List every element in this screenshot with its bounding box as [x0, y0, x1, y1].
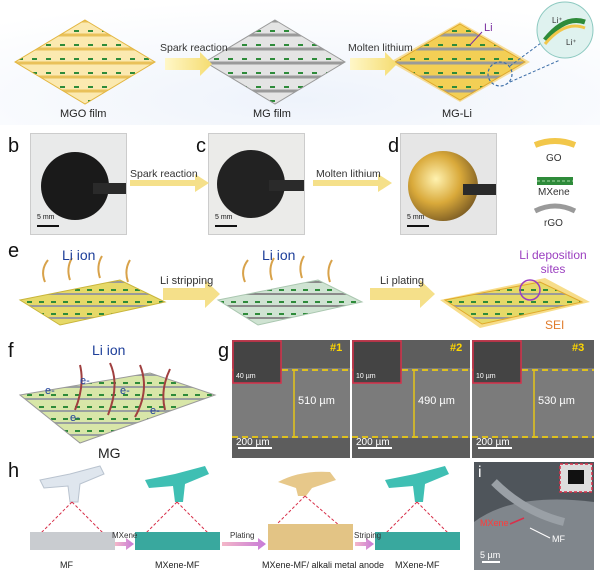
panel-h-schematic: [30, 465, 460, 550]
sem-inset-scale-1: 40 µm: [236, 373, 256, 380]
sem-tag-3: #3: [572, 342, 585, 354]
panel-a-schematic: [0, 0, 600, 125]
sem-inset-scale-3: 10 µm: [476, 373, 496, 380]
arrow-bcd-label-2: Molten lithium: [316, 168, 381, 180]
legend-go: GO: [546, 153, 562, 164]
panel-letter-d: d: [388, 135, 400, 157]
photo-d: 5 mm: [400, 133, 497, 235]
sem-image-i: i MXene MF 5 µm: [474, 462, 594, 570]
sem-image-2-drawing: [352, 340, 470, 458]
photo-c-scale: 5 mm: [215, 214, 233, 221]
caption-mgo-film: MGO film: [60, 108, 107, 120]
h-arrow-mxene: MXene: [112, 531, 138, 540]
material-legend: [533, 138, 577, 214]
sem-thickness-2: 490 µm: [418, 395, 455, 407]
h-arrow-plating: Plating: [230, 531, 255, 540]
li-label: Li: [484, 22, 493, 34]
inset-li-label-2: Li⁺: [566, 38, 577, 47]
panel-letter-i: i: [478, 464, 482, 481]
f-caption-mg: MG: [98, 445, 121, 461]
arrow-li-stripping: Li stripping: [160, 275, 214, 287]
h-arrow-striping: Striping: [354, 531, 382, 540]
arrow-li-plating: Li plating: [380, 275, 425, 287]
legend-rgo-swatch: [533, 203, 577, 214]
sem-tag-1: #1: [330, 342, 343, 354]
photo-d-scale: 5 mm: [407, 214, 425, 221]
panel-e-schematic: [18, 255, 590, 328]
f-electron-5: e-: [150, 405, 160, 417]
arrow-bcd-label-1: Spark reaction: [130, 168, 198, 180]
f-electron-4: e-: [70, 412, 80, 424]
panel-letter-h: h: [8, 460, 20, 482]
e-li-ion-1: Li ion: [62, 247, 96, 263]
sem-image-1: #1 510 µm 40 µm 200 µm: [232, 340, 350, 458]
legend-go-swatch: [533, 138, 577, 148]
i-label-mxene: MXene: [480, 518, 509, 528]
legend-rgo: rGO: [544, 218, 563, 229]
photo-b-scale: 5 mm: [37, 214, 55, 221]
h-caption-mxene-mf-2: MXene-MF: [395, 560, 440, 570]
panel-letter-g: g: [218, 340, 230, 362]
f-electron-1: e-: [45, 385, 55, 397]
sei-label: SEI: [545, 318, 565, 332]
sem-scale-2: 200 µm: [356, 437, 390, 448]
arrow-bcd-2: [313, 174, 392, 192]
sem-image-3-drawing: [472, 340, 594, 458]
e-li-ion-2: Li ion: [262, 247, 296, 263]
panel-letter-b: b: [8, 135, 20, 157]
arrow-bcd-1: [130, 174, 209, 192]
panel-letter-c: c: [196, 135, 206, 157]
sem-inset-scale-2: 10 µm: [356, 373, 376, 380]
sem-scale-3: 200 µm: [476, 437, 510, 448]
photo-c: 5 mm: [208, 133, 305, 235]
i-label-mf: MF: [552, 534, 565, 544]
photo-b-drawing: [37, 152, 126, 227]
sem-thickness-1: 510 µm: [298, 395, 335, 407]
panel-f-schematic: [18, 362, 217, 444]
h-caption-anode: MXene-MF/ alkali metal anode: [262, 560, 385, 570]
li-deposition-sites: Li deposition sites: [519, 248, 587, 276]
sem-thickness-3: 530 µm: [538, 395, 575, 407]
inset-li-label-1: Li⁺: [552, 16, 563, 25]
arrow-label-spark: Spark reaction: [160, 42, 228, 54]
photo-c-drawing: [215, 150, 304, 227]
h-caption-mxene-mf: MXene-MF: [155, 560, 200, 570]
sem-image-i-drawing: [474, 462, 594, 570]
caption-mg-film: MG film: [253, 108, 291, 120]
i-scale: 5 µm: [480, 550, 501, 560]
caption-mg-li: MG-Li: [442, 108, 472, 120]
h-caption-mf: MF: [60, 560, 73, 570]
panel-letter-e: e: [8, 240, 20, 262]
arrow-label-molten: Molten lithium: [348, 42, 413, 54]
sem-scale-1: 200 µm: [236, 437, 270, 448]
f-electron-2: e-: [80, 375, 90, 387]
legend-mxene: MXene: [538, 187, 570, 198]
sem-image-3: #3 530 µm 10 µm 200 µm: [472, 340, 594, 458]
sem-tag-2: #2: [450, 342, 463, 354]
sem-image-1-drawing: [232, 340, 350, 458]
sem-image-2: #2 490 µm 10 µm 200 µm: [352, 340, 470, 458]
panel-letter-f: f: [8, 340, 14, 362]
f-li-ion: Li ion: [92, 342, 126, 358]
f-electron-3: e-: [120, 385, 130, 397]
photo-d-drawing: [407, 151, 496, 227]
photo-b: 5 mm: [30, 133, 127, 235]
